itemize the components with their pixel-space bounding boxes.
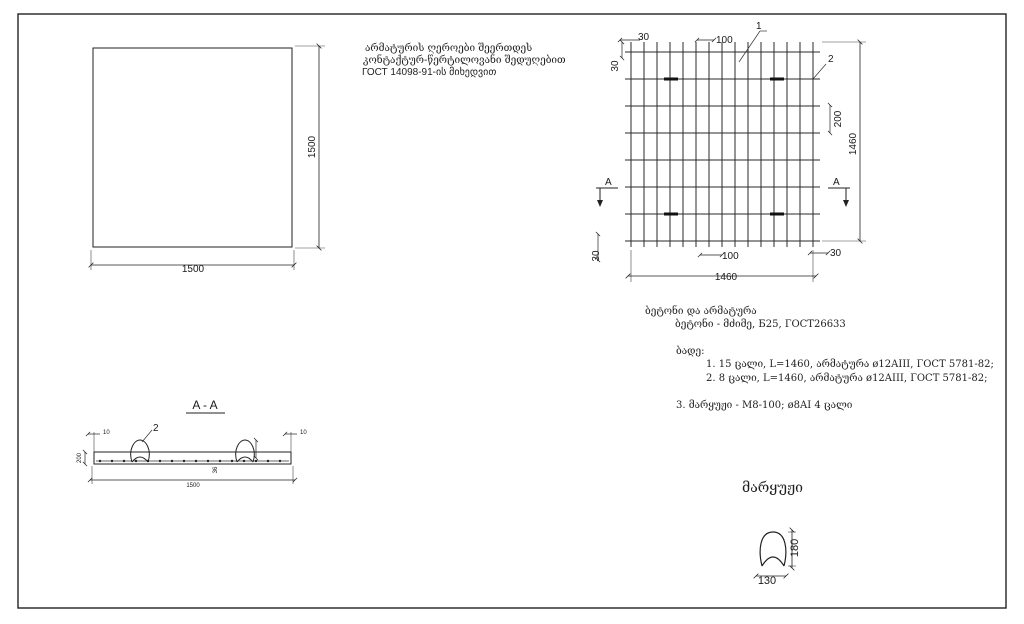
mesh-plan: 1 2 30 100 30 200 1460 A A 30 100 <box>591 21 866 283</box>
dim-30-top: 30 <box>638 32 650 43</box>
dim-30-bottom-left: 30 <box>591 250 602 262</box>
section-loop-left <box>130 439 150 463</box>
sheet-border <box>17 13 1007 609</box>
dim-100-top: 100 <box>716 35 733 46</box>
mesh-mark-1: 1 <box>756 21 762 32</box>
spec-concrete: ბეტონი - მძიმე, Б25, ГОСТ26633 <box>675 319 846 330</box>
spec-heading: ბეტონი და არმატურა <box>645 306 757 317</box>
dim-200-section: 200 <box>77 452 83 463</box>
dim-1500-section: 1500 <box>186 483 200 489</box>
section-a-a: A - A 2 10 10 200 36 1500 <box>77 398 307 489</box>
loop-dim-130: 130 <box>758 575 776 587</box>
dim-10-left: 10 <box>103 430 110 436</box>
section-slab <box>93 451 292 465</box>
mesh-vertical-bars <box>630 42 814 247</box>
section-mark-left: A <box>605 177 612 188</box>
dim-100-bottom: 100 <box>722 251 739 262</box>
lifting-loops-plan <box>664 77 784 216</box>
dim-1460-bottom: 1460 <box>715 272 738 283</box>
mesh-horizontal-bars <box>625 51 820 242</box>
section-loop-right <box>235 439 255 463</box>
dim-10-right: 10 <box>300 430 307 436</box>
loop-detail: 180 130 <box>753 527 801 587</box>
dim-width-label: 1500 <box>182 264 205 275</box>
loop-title: მარყუჟი <box>742 480 803 496</box>
section-mark-2: 2 <box>153 423 159 434</box>
dim-30-side: 30 <box>610 60 621 72</box>
joint-note-line-2: კონტაქტურ-წერტილოვანი შედუღებით <box>363 55 566 66</box>
slab-outline <box>92 47 293 248</box>
dim-height-label: 1500 <box>307 135 318 158</box>
section-title: A - A <box>192 398 217 412</box>
spec-item-1: 1. 15 ცალი, L=1460, არმატურა ø12AIII, ГО… <box>706 359 994 370</box>
spec-item-3: 3. მარყუჟი - M8-100; ø8AI 4 ცალი <box>676 400 853 411</box>
dim-1460-right: 1460 <box>848 132 859 155</box>
mesh-mark-2: 2 <box>828 54 834 65</box>
dim-200: 200 <box>833 110 844 127</box>
slab-plan: 1500 1500 <box>88 43 325 275</box>
spec-mesh-label: ბადე: <box>676 346 705 357</box>
joint-note-line-3: ГОСТ 14098-91-ის მიხედვით <box>362 67 497 78</box>
section-mark-right: A <box>833 177 840 188</box>
dim-36: 36 <box>213 466 219 473</box>
loop-shape <box>759 531 787 567</box>
loop-dim-180: 180 <box>789 539 801 557</box>
spec-item-2: 2. 8 ცალი, L=1460, არმატურა ø12AIII, ГОС… <box>706 373 988 384</box>
dim-30-bottom-right: 30 <box>830 248 842 259</box>
joint-note-line-1: არმატურის ღეროები შეერთდეს <box>365 43 533 54</box>
